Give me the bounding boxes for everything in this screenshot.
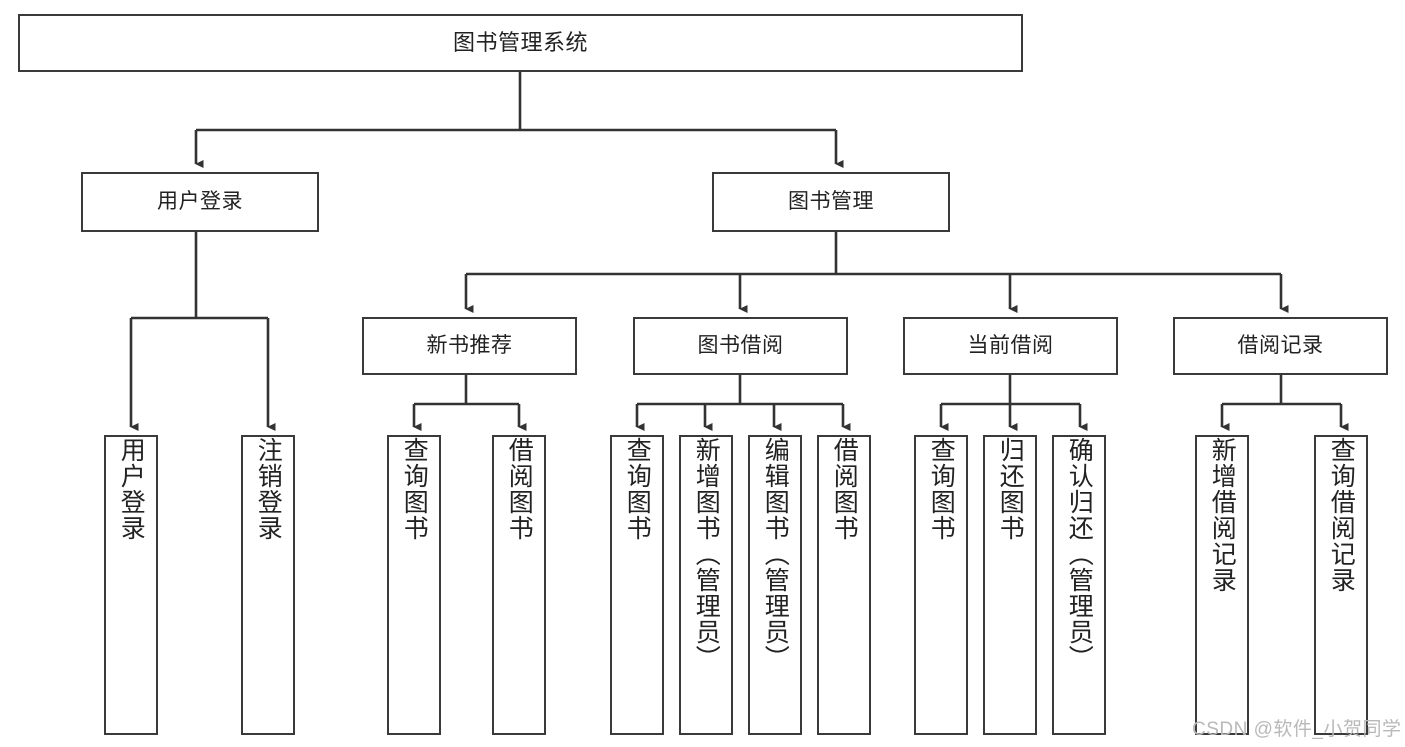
node-label: 当前借阅 [967,333,1054,357]
node-label: 图书管理系统 [452,30,588,56]
node-label: 查询图书 [400,437,429,541]
node-borrow-record[interactable]: 借阅记录 [1173,317,1388,375]
leaf-borrow-borrow-book[interactable]: 借阅图书 [817,435,871,735]
watermark-text: CSDN @软件_小贺同学 [1192,719,1402,740]
leaf-borrow-add-book[interactable]: 新增图书（管理员） [679,435,733,735]
node-root-system[interactable]: 图书管理系统 [18,14,1023,72]
node-label: 查询图书 [927,437,956,541]
node-label: 借阅图书 [830,437,859,541]
node-new-book-recommend[interactable]: 新书推荐 [362,317,577,375]
node-label: 注销登录 [254,437,283,541]
node-label: 新增借阅记录 [1208,437,1237,593]
node-label: 查询图书 [623,437,652,541]
node-label: 查询借阅记录 [1327,437,1356,593]
node-label: 借阅记录 [1237,333,1324,357]
node-label: 用户登录 [157,189,243,213]
leaf-current-query-book[interactable]: 查询图书 [914,435,968,735]
leaf-borrow-edit-book[interactable]: 编辑图书（管理员） [748,435,802,735]
node-label: 新增图书（管理员） [692,437,721,671]
node-label: 图书借阅 [697,333,784,357]
leaf-recommend-query-book[interactable]: 查询图书 [387,435,441,735]
node-label: 图书管理 [788,189,874,213]
node-label: 确认归还（管理员） [1065,437,1094,671]
node-label: 编辑图书（管理员） [761,437,790,671]
leaf-current-return-book[interactable]: 归还图书 [983,435,1037,735]
node-label: 归还图书 [996,437,1025,541]
leaf-user-login[interactable]: 用户登录 [104,435,158,735]
node-current-borrow[interactable]: 当前借阅 [903,317,1118,375]
node-label: 用户登录 [117,437,146,541]
node-book-borrow[interactable]: 图书借阅 [633,317,848,375]
leaf-logout-login[interactable]: 注销登录 [241,435,295,735]
node-label: 借阅图书 [505,437,534,541]
leaf-current-confirm-return[interactable]: 确认归还（管理员） [1052,435,1106,735]
leaf-record-query[interactable]: 查询借阅记录 [1314,435,1368,735]
leaf-record-add[interactable]: 新增借阅记录 [1195,435,1249,735]
leaf-borrow-query-book[interactable]: 查询图书 [610,435,664,735]
node-book-management[interactable]: 图书管理 [712,172,950,232]
leaf-recommend-borrow-book[interactable]: 借阅图书 [492,435,546,735]
node-user-login[interactable]: 用户登录 [81,172,319,232]
node-label: 新书推荐 [426,333,513,357]
